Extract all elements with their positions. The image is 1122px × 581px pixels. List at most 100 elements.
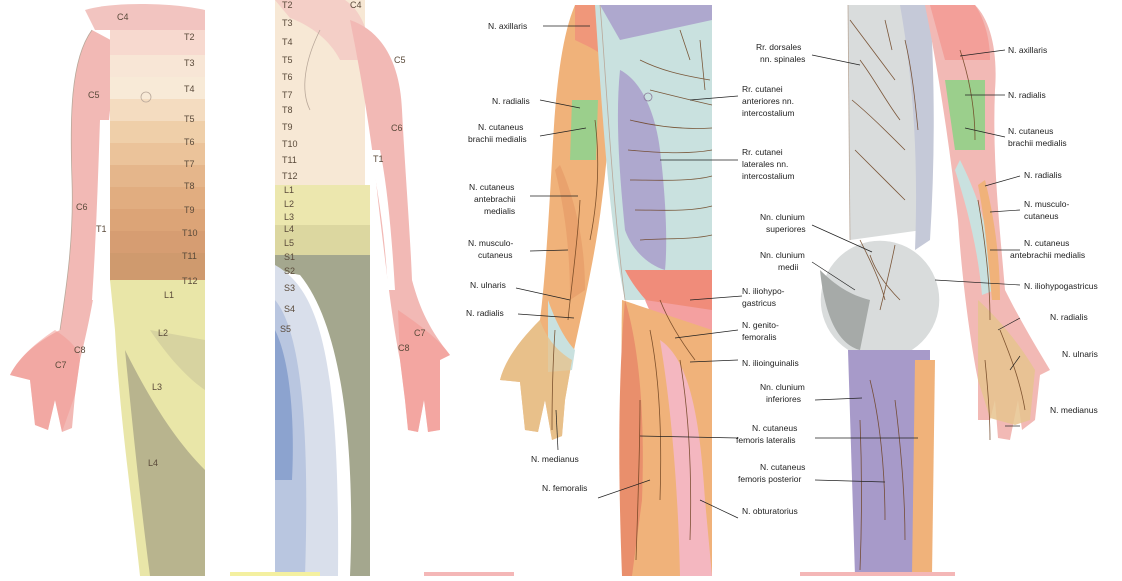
nerve-label: femoralis [742, 332, 776, 342]
dermatome-label: L2 [158, 328, 168, 338]
nerve-label: N. radialis [1024, 170, 1062, 180]
dermatome-label: T10 [182, 228, 198, 238]
dermatome-label: T8 [282, 105, 293, 115]
nerve-label: N. radialis [1050, 312, 1088, 322]
dermatome-label: T3 [184, 58, 195, 68]
dermatome-label: S2 [284, 266, 295, 276]
posterior-dermatome-figure: T2 C4 T3 T4 T5 C5 T6 T7 T8 C6 T9 T10 T11… [275, 0, 450, 576]
nerve-label: N. ilioinguinalis [742, 358, 799, 368]
nerve-label: N. radialis [466, 308, 504, 318]
dermatome-label: T12 [182, 276, 198, 286]
nerve-label: intercostalium [742, 108, 794, 118]
dermatome-label: T5 [282, 55, 293, 65]
nerve-label: nn. spinales [760, 54, 805, 64]
dermatome-label: C6 [76, 202, 88, 212]
dermatome-label: C6 [391, 123, 403, 133]
nerve-label: N. medianus [1050, 405, 1098, 415]
nerve-label: N. ulnaris [470, 280, 506, 290]
dermatome-label: T3 [282, 18, 293, 28]
nerve-label: N. cutaneus [1008, 126, 1053, 136]
dermatome-label: T9 [184, 205, 195, 215]
dermatome-label: T12 [282, 171, 298, 181]
dermatome-label: T9 [282, 122, 293, 132]
nerve-label: medialis [484, 206, 515, 216]
nerve-label: N. axillaris [488, 21, 527, 31]
center-nerve-labels: Rr. cutanei anteriores nn. intercostaliu… [736, 84, 799, 516]
dermatome-label: L1 [164, 290, 174, 300]
dermatome-label: T1 [373, 154, 384, 164]
nerve-label: intercostalium [742, 171, 794, 181]
nerve-label: N. genito- [742, 320, 779, 330]
nerve-label: cutaneus [1024, 211, 1059, 221]
dermatome-label: C5 [394, 55, 406, 65]
dermatome-label: C8 [74, 345, 86, 355]
nerve-label: N. radialis [1008, 90, 1046, 100]
nerve-label: antebrachii [474, 194, 516, 204]
nerve-label: N. axillaris [1008, 45, 1047, 55]
dermatome-label: T4 [282, 37, 293, 47]
dermatome-label: L5 [284, 238, 294, 248]
dermatome-label: L2 [284, 199, 294, 209]
dermatome-label: T7 [282, 90, 293, 100]
nerve-label: N. ulnaris [1062, 349, 1098, 359]
neck-region [85, 4, 205, 30]
bottom-strip [424, 572, 514, 576]
dermatome-label: S1 [284, 252, 295, 262]
nerve-label: antebrachii medialis [1010, 250, 1085, 260]
nerve-label: gastricus [742, 298, 776, 308]
nerve-label: laterales nn. [742, 159, 788, 169]
nerve-label: femoris lateralis [736, 435, 796, 445]
nerve-label: N. radialis [492, 96, 530, 106]
dermatome-label: L1 [284, 185, 294, 195]
dermatome-label: T11 [282, 155, 297, 165]
dermatome-label: S5 [280, 324, 291, 334]
dermatome-label: T2 [184, 32, 195, 42]
dermatome-label: L3 [284, 212, 294, 222]
bottom-strip [800, 572, 955, 576]
nerve-label: cutaneus [478, 250, 513, 260]
dermatome-label: T7 [184, 159, 195, 169]
nerve-label: N. cutaneus [760, 462, 805, 472]
dermatome-label: L3 [152, 382, 162, 392]
nerve-label: N. musculo- [1024, 199, 1070, 209]
nerve-label: Nn. clunium [760, 250, 805, 260]
dermatome-label: T10 [282, 139, 298, 149]
nerve-label: N. medianus [531, 454, 579, 464]
dermatome-label: C4 [350, 0, 362, 10]
dermatome-label: L4 [284, 224, 294, 234]
dermatome-label: S4 [284, 304, 295, 314]
dermatome-label: C5 [88, 90, 100, 100]
nerve-label: N. obturatorius [742, 506, 798, 516]
nerve-label: anteriores nn. [742, 96, 794, 106]
dermatome-label: T5 [184, 114, 195, 124]
dermatome-label: T6 [184, 137, 195, 147]
nerve-label: N. iliohypo- [742, 286, 785, 296]
nerve-label: Nn. clunium [760, 382, 805, 392]
dermatome-label: S3 [284, 283, 295, 293]
dermatome-label: T1 [96, 224, 107, 234]
anterior-dermatome-figure: C4 T2 T3 T4 C5 T5 T6 T7 T8 C6 T9 T1 T10 … [10, 4, 205, 576]
dermatome-label: T8 [184, 181, 195, 191]
nerve-label: superiores [766, 224, 806, 234]
bottom-strip [230, 572, 320, 576]
nerve-label: brachii medialis [1008, 138, 1067, 148]
dermatome-label: T2 [282, 0, 293, 10]
dermatome-label: T6 [282, 72, 293, 82]
nerve-label: N. femoralis [542, 483, 587, 493]
nerve-label: brachii medialis [468, 134, 527, 144]
nerve-label: N. cutaneus [469, 182, 514, 192]
dermatome-label: C7 [55, 360, 67, 370]
nerve-label: Rr. cutanei [742, 147, 783, 157]
nerve-label: N. musculo- [468, 238, 514, 248]
anterior-nerve-figure [500, 5, 712, 576]
dermatome-label: C7 [414, 328, 426, 338]
dermatome-label: C8 [398, 343, 410, 353]
dermatome-label: L4 [148, 458, 158, 468]
nerve-label: Rr. dorsales [756, 42, 801, 52]
nerve-label: Nn. clunium [760, 212, 805, 222]
nerve-label: N. cutaneus [478, 122, 523, 132]
nerve-label: medii [778, 262, 798, 272]
dermatome-label: T11 [182, 251, 197, 261]
